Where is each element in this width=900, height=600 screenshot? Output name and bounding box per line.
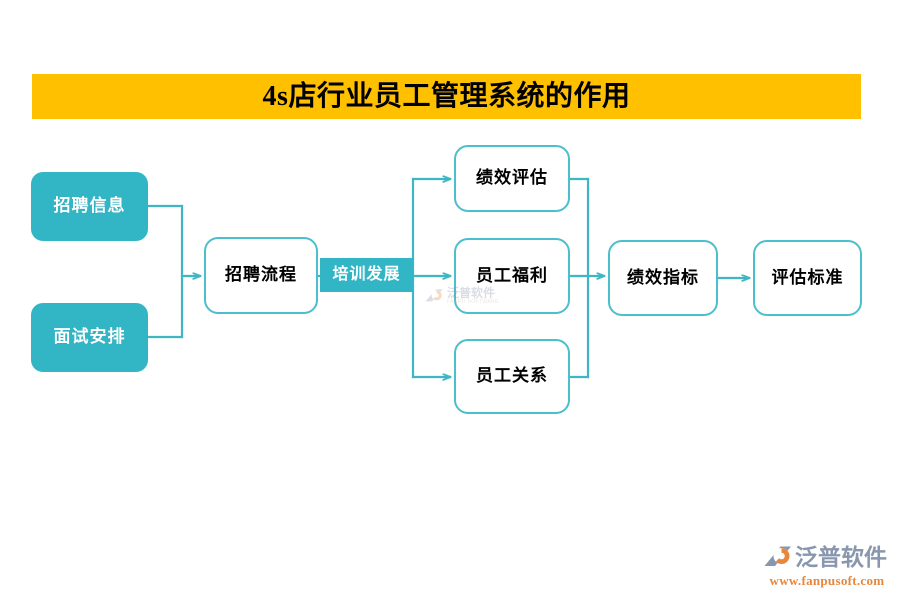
node-label: 绩效评估 bbox=[476, 168, 548, 188]
node-training-dev[interactable]: 培训发展 bbox=[320, 258, 413, 292]
fanpu-logo-icon bbox=[425, 289, 443, 302]
node-recruit-info[interactable]: 招聘信息 bbox=[31, 172, 148, 241]
node-recruit-process[interactable]: 招聘流程 bbox=[204, 237, 318, 314]
brand-url: www.fanpusoft.com bbox=[769, 573, 885, 588]
node-eval-standard[interactable]: 评估标准 bbox=[753, 240, 862, 316]
brand-logo: 泛普软件 www.fanpusoft.com bbox=[763, 542, 891, 590]
brand-company-name: 泛普软件 bbox=[795, 544, 887, 570]
node-label: 招聘信息 bbox=[53, 196, 126, 216]
node-staff-relation[interactable]: 员工关系 bbox=[454, 339, 570, 414]
title-banner: 4s店行业员工管理系统的作用 bbox=[32, 74, 861, 119]
fanpu-logo-icon bbox=[764, 546, 791, 566]
edge-group-left-merge bbox=[146, 204, 200, 339]
node-label: 绩效指标 bbox=[627, 267, 699, 287]
brand-row: 泛普软件 bbox=[763, 542, 891, 572]
node-label: 评估标准 bbox=[771, 267, 844, 287]
edge-group-training-split bbox=[411, 179, 450, 377]
node-label: 面试安排 bbox=[53, 327, 126, 347]
node-label: 员工关系 bbox=[476, 366, 548, 386]
node-perf-eval[interactable]: 绩效评估 bbox=[454, 145, 570, 212]
node-label: 员工福利 bbox=[476, 265, 548, 285]
page-title: 4s店行业员工管理系统的作用 bbox=[262, 80, 631, 112]
node-interview-plan[interactable]: 面试安排 bbox=[31, 303, 148, 372]
node-perf-index[interactable]: 绩效指标 bbox=[608, 240, 718, 316]
node-label: 培训发展 bbox=[332, 266, 401, 284]
edge-group-right-merge bbox=[568, 177, 604, 379]
node-staff-welfare[interactable]: 员工福利 bbox=[454, 238, 570, 314]
node-label: 招聘流程 bbox=[225, 265, 297, 285]
